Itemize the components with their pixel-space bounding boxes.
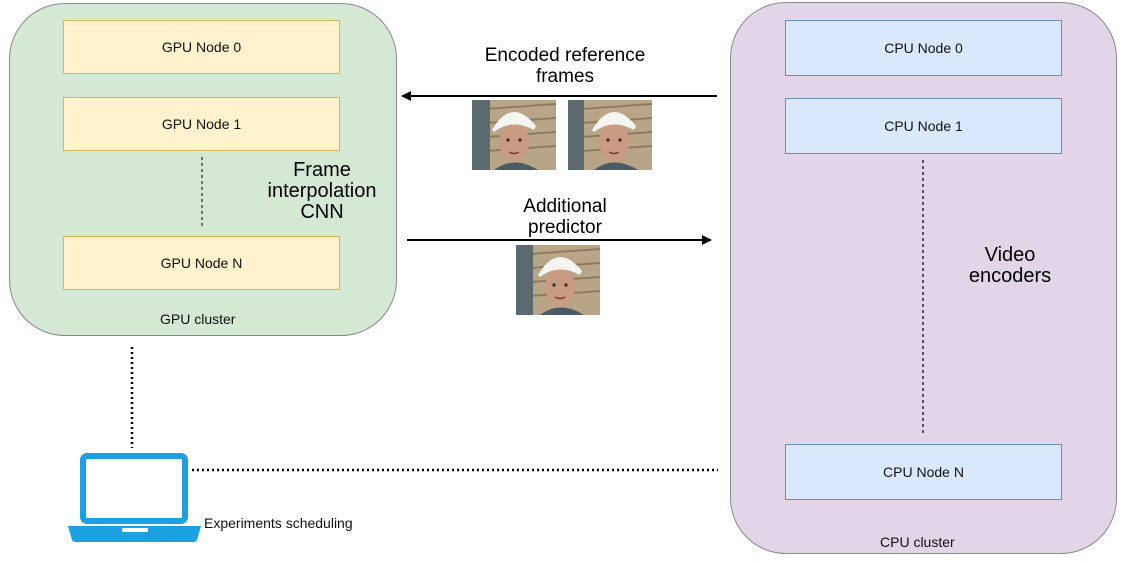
predictor-frame-thumbnail [516,245,600,315]
encoded-reference-line-2: frames [535,66,595,87]
encoded-frame-thumbnail-2 [568,100,652,170]
additional-predictor-line-1: Additional [523,196,607,217]
frame-interpolation-line-3: CNN [300,201,344,223]
gpu-node-n: GPU Node N [63,236,340,290]
frame-interpolation-cnn-label: Frame interpolation CNN [248,160,396,223]
gpu-cluster-label: GPU cluster [160,311,236,327]
additional-predictor-line-2: predictor [528,217,602,238]
video-encoders-line-1: Video [984,244,1036,266]
encoded-frame-thumbnail-1 [472,100,556,170]
video-encoders-line-2: encoders [968,265,1052,287]
cpu-cluster-label: CPU cluster [880,534,955,550]
frame-interpolation-line-1: Frame [293,159,351,181]
additional-predictor-label: Additional predictor [490,196,640,238]
laptop-icon [68,453,201,542]
gpu-node-1: GPU Node 1 [63,97,340,151]
encoded-reference-line-1: Encoded reference [484,45,646,66]
cpu-node-0: CPU Node 0 [785,20,1062,76]
gpu-node-0: GPU Node 0 [63,20,340,74]
experiments-scheduling-label: Experiments scheduling [204,515,353,531]
cpu-node-1: CPU Node 1 [785,98,1062,154]
frame-interpolation-line-2: interpolation [267,180,377,202]
encoded-reference-frames-label: Encoded reference frames [445,45,685,87]
cpu-node-n: CPU Node N [785,444,1062,500]
video-encoders-label: Video encoders [950,245,1070,287]
